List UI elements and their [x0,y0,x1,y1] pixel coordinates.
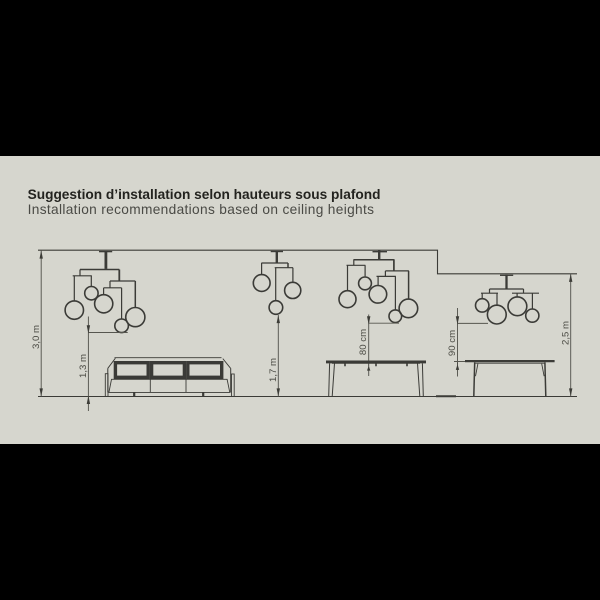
svg-text:90 cm: 90 cm [447,330,458,356]
svg-text:2,5 m: 2,5 m [561,321,572,345]
svg-text:80 cm: 80 cm [358,329,369,355]
svg-text:1,3 m: 1,3 m [78,354,89,378]
svg-text:Installation recommendations b: Installation recommendations based on ce… [28,202,375,217]
svg-text:3,0 m: 3,0 m [31,325,42,349]
svg-text:1,7 m: 1,7 m [268,358,279,382]
svg-text:Suggestion d’installation selo: Suggestion d’installation selon hauteurs… [28,187,381,202]
